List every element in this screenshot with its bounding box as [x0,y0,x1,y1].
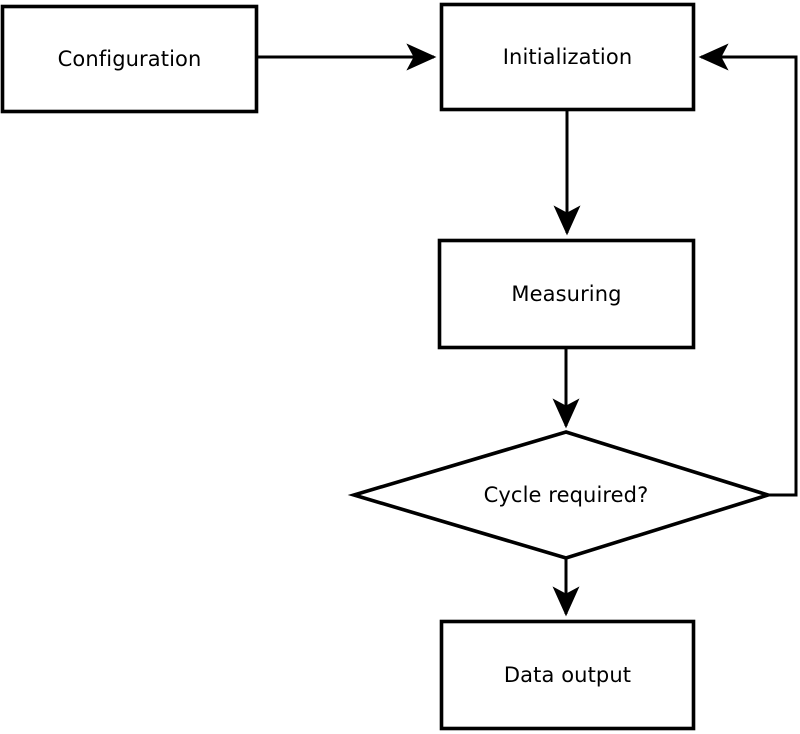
node-measuring-shape[interactable] [437,238,696,350]
node-initialization-shape[interactable] [439,2,696,112]
node-configuration-shape[interactable] [0,4,259,114]
node-decision-shape[interactable] [347,430,775,560]
node-dataoutput-shape[interactable] [439,619,696,731]
edge-decision-initialization [698,43,798,497]
